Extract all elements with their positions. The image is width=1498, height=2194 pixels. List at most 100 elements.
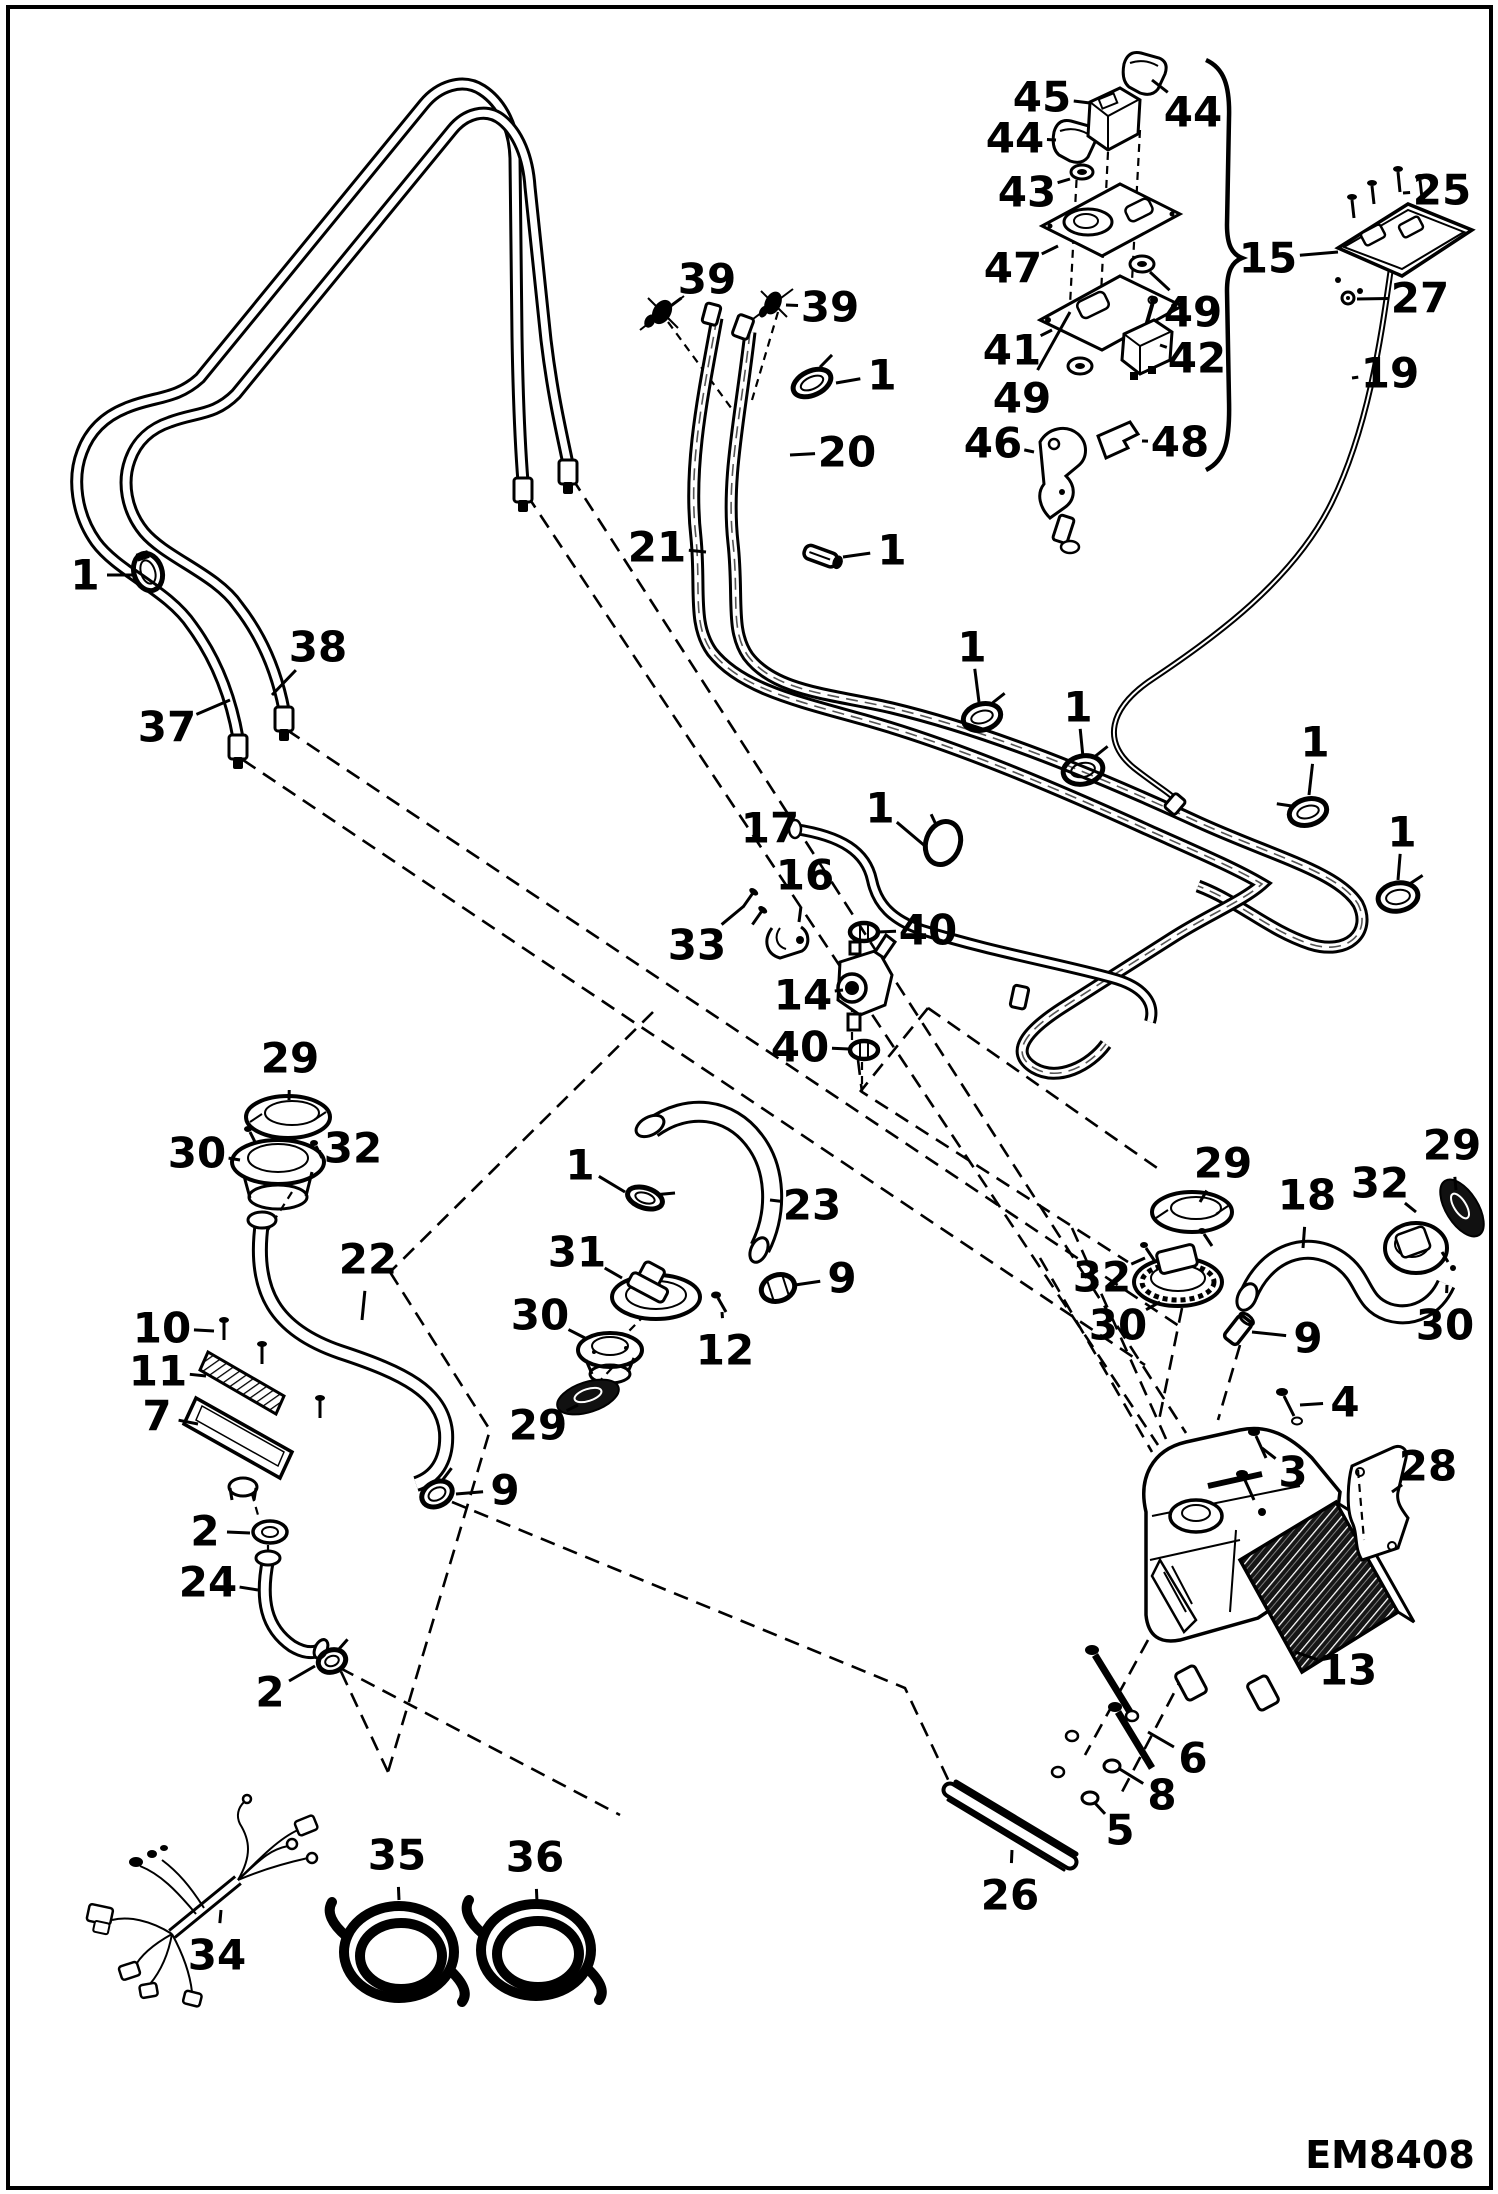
leader-line — [1391, 1483, 1403, 1494]
leader-line — [877, 929, 897, 934]
part-label-43-27: 43 — [998, 168, 1056, 217]
hose-24 — [254, 1549, 330, 1660]
part-label-38-2: 38 — [289, 623, 347, 672]
part-label-32-54: 32 — [1073, 1253, 1131, 1302]
leader-line — [769, 1198, 781, 1203]
leader-line — [1073, 99, 1091, 105]
leader-line — [1299, 250, 1339, 257]
right-flange-assembly — [1132, 1178, 1485, 1347]
part-label-13-64: 13 — [1319, 1646, 1377, 1695]
leader-line — [1023, 448, 1035, 454]
leader-line — [834, 988, 844, 993]
leader-line — [178, 1418, 199, 1426]
part-label-35-70: 35 — [368, 1831, 426, 1880]
part-label-49-30: 49 — [1164, 288, 1222, 337]
part-label-4-61: 4 — [1330, 1378, 1359, 1427]
bracket-7 — [181, 1395, 295, 1501]
part-label-2-42: 2 — [190, 1507, 219, 1556]
part-label-21-7: 21 — [628, 523, 686, 572]
part-label-32-37: 32 — [324, 1124, 382, 1173]
gasket-29-right — [1439, 1178, 1485, 1271]
leader-line — [1396, 853, 1402, 881]
part-label-14-18: 14 — [774, 971, 832, 1020]
part-label-17-13: 17 — [741, 804, 799, 853]
leader-line — [1041, 244, 1059, 256]
part-label-1-14: 1 — [865, 784, 894, 833]
grommet-27 — [1340, 290, 1356, 306]
part-label-30-59: 30 — [1416, 1301, 1474, 1350]
leader-line — [973, 668, 981, 703]
part-label-31-46: 31 — [548, 1228, 606, 1277]
panel-15 — [1334, 166, 1476, 306]
leader-line — [831, 1046, 850, 1051]
part-label-1-5: 1 — [867, 351, 896, 400]
part-label-24-43: 24 — [179, 1558, 237, 1607]
leader-line — [895, 821, 926, 848]
part-label-48-34: 48 — [1151, 418, 1209, 467]
cap-30 — [1132, 1243, 1224, 1308]
part-label-2-44: 2 — [255, 1668, 284, 1717]
hose-22 — [246, 1210, 455, 1510]
hose-clamp-1 — [625, 1184, 676, 1212]
part-label-42-31: 42 — [1168, 334, 1226, 383]
hose-clip-39 — [639, 288, 794, 341]
part-label-9-60: 9 — [1293, 1314, 1322, 1363]
part-label-28-63: 28 — [1399, 1442, 1457, 1491]
leader-line — [1261, 1446, 1277, 1460]
leader-line — [1294, 1650, 1319, 1662]
leader-line — [1145, 1300, 1161, 1311]
part-label-41-29: 41 — [983, 326, 1041, 375]
leader-line — [688, 548, 707, 554]
leader-line — [1351, 375, 1359, 380]
leader-line — [1159, 343, 1168, 349]
part-label-9-52: 9 — [490, 1466, 519, 1515]
part-label-1-12: 1 — [1387, 808, 1416, 857]
part-label-45-24: 45 — [1013, 73, 1071, 122]
trim-strip-26 — [941, 1779, 1079, 1872]
clip-48 — [1096, 420, 1141, 461]
water-valve-14 — [836, 932, 898, 1032]
hose-21 — [687, 316, 1273, 1080]
group-brace — [1204, 57, 1249, 473]
mount-plate-41 — [1036, 274, 1186, 352]
gasket-29 — [556, 1378, 620, 1416]
flange-31 — [610, 1260, 702, 1321]
leader-line — [1148, 270, 1171, 292]
part-label-30-55: 30 — [1089, 1301, 1147, 1350]
screws-10 — [219, 1317, 325, 1418]
leader-line — [228, 1156, 241, 1162]
knob-44 — [1051, 51, 1168, 164]
part-label-29-58: 29 — [1423, 1121, 1481, 1170]
hose-clamp-2 — [315, 1638, 349, 1675]
filler-cap — [1168, 1498, 1224, 1534]
leader-line — [239, 1585, 259, 1592]
leader-line — [1151, 78, 1169, 94]
element-11 — [198, 1349, 286, 1417]
ring-29 — [244, 1094, 332, 1140]
heater-unit — [941, 1388, 1416, 1872]
leader-line — [534, 1888, 539, 1903]
part-label-29-53: 29 — [1194, 1139, 1252, 1188]
part-label-10-39: 10 — [133, 1304, 191, 1353]
part-label-22-38: 22 — [339, 1235, 397, 1284]
hose-clamp-1 — [130, 550, 166, 594]
leader-line — [1301, 1226, 1307, 1249]
part-label-7-41: 7 — [142, 1392, 171, 1441]
part-label-25-21: 25 — [1413, 166, 1471, 215]
leader-line — [603, 1266, 623, 1280]
hose-clamp-9 — [419, 1467, 455, 1510]
leader-line — [565, 1403, 579, 1413]
part-label-3-62: 3 — [1278, 1448, 1307, 1497]
part-label-23-47: 23 — [783, 1181, 841, 1230]
part-label-9-48: 9 — [827, 1254, 856, 1303]
hose-20 — [724, 331, 1369, 954]
part-label-18-56: 18 — [1278, 1171, 1336, 1220]
part-label-8-66: 8 — [1147, 1771, 1176, 1820]
leader-line — [270, 669, 297, 697]
switch-plate-47 — [1038, 182, 1184, 258]
leader-line — [360, 1290, 367, 1321]
leader-line — [1078, 728, 1085, 758]
washer-43 — [1069, 163, 1095, 181]
